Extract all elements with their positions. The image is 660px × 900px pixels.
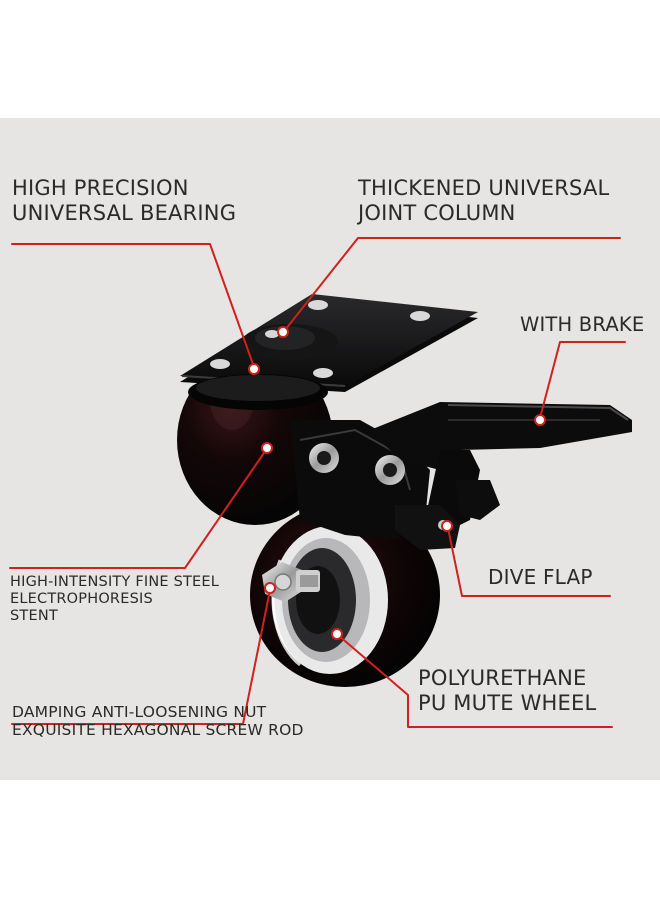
label-flap-line1: DIVE FLAP [488,565,593,589]
label-stent-line2: ELECTROPHORESIS [10,591,153,608]
label-joint-column: THICKENED UNIVERSAL JOINT COLUMN [358,176,609,226]
label-wheel-line2: PU MUTE WHEEL [418,690,597,715]
label-stent-line3: STENT [10,608,58,625]
label-bearing-line2: UNIVERSAL BEARING [12,200,237,225]
label-pu-wheel: POLYURETHANE PU MUTE WHEEL [418,666,596,716]
label-steel-stent: HIGH-INTENSITY FINE STEEL ELECTROPHORESI… [10,574,219,625]
label-nut-line1: DAMPING ANTI-LOOSENING NUT [12,703,267,721]
label-column-line2: JOINT COLUMN [358,200,516,225]
label-with-brake: WITH BRAKE [520,313,644,336]
label-nut-line2: EXQUISITE HEXAGONAL SCREW ROD [12,721,304,740]
label-brake-line1: WITH BRAKE [520,313,645,336]
label-high-precision-bearing: HIGH PRECISION UNIVERSAL BEARING [12,176,236,226]
universal-bearing [188,374,328,410]
label-stent-line1: HIGH-INTENSITY FINE STEEL [10,574,220,590]
label-column-line1: THICKENED UNIVERSAL [358,176,610,200]
bracket-rivets [309,443,405,485]
label-dive-flap: DIVE FLAP [488,565,593,590]
label-wheel-line1: POLYURETHANE [418,666,587,690]
label-nut-screw-rod: DAMPING ANTI-LOOSENING NUT EXQUISITE HEX… [12,703,304,740]
label-bearing-line1: HIGH PRECISION [12,176,189,200]
